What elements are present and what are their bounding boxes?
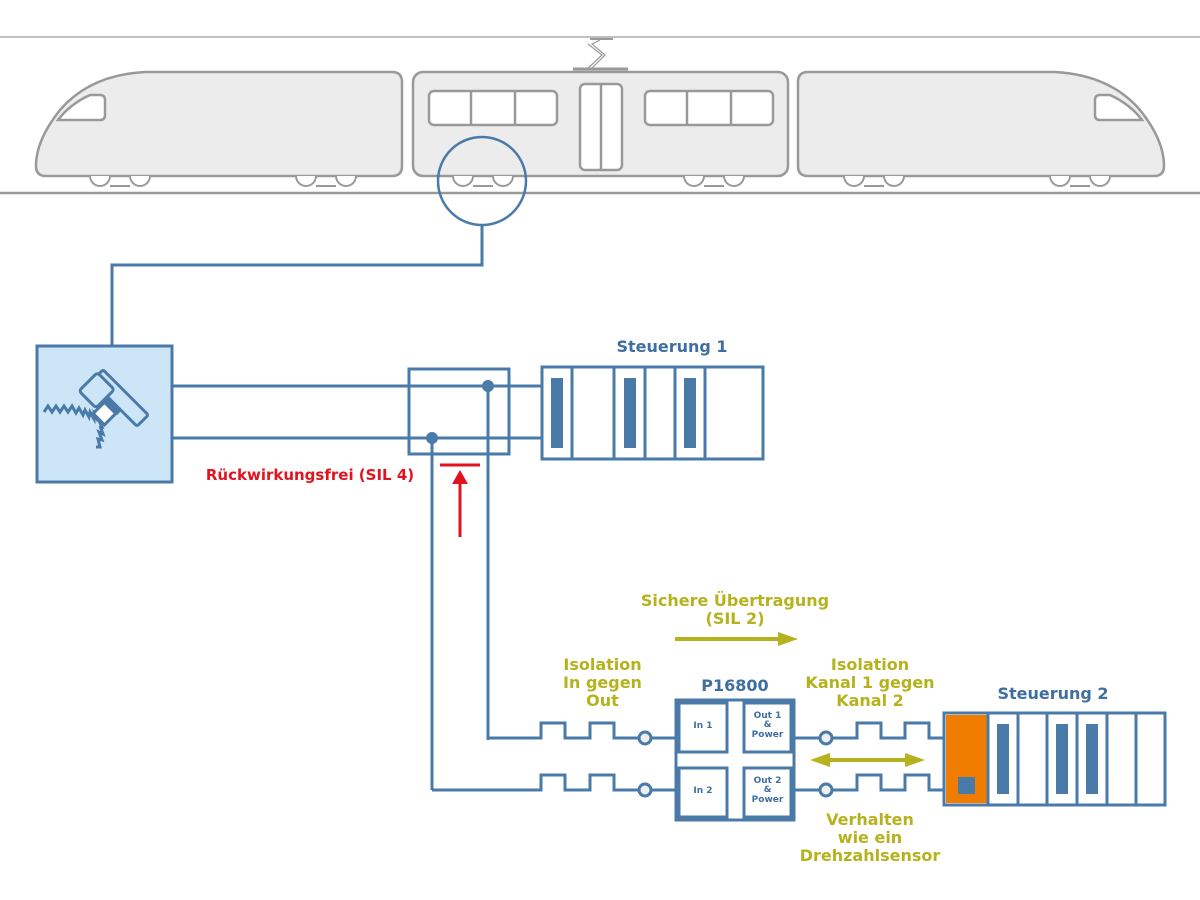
behaviour-label: Verhalten wie ein Drehzahlsensor [799, 810, 941, 865]
feedback-free-label: Rückwirkungsfrei (SIL 4) [205, 466, 415, 484]
terminal-icon [637, 730, 653, 746]
spring-icon [42, 403, 106, 449]
signal-splitter-box [407, 367, 511, 456]
terminal-icon [818, 782, 834, 798]
terminal-icon [637, 782, 653, 798]
port-out1-label: Out 1 & Power [751, 711, 784, 740]
train-car-rear [796, 70, 1166, 187]
window-icon [55, 93, 107, 122]
window-icon [427, 89, 559, 127]
port-out2-label: Out 2 & Power [751, 776, 784, 805]
bogie-icon [89, 175, 357, 187]
blocked-arrow-icon [440, 463, 480, 537]
controller-1-rack [540, 365, 765, 461]
pantograph-icon [589, 39, 606, 71]
transfer-direction-arrow [675, 632, 798, 646]
window-icon [643, 89, 775, 127]
isolation-in-out-label: Isolation In gegen Out [563, 655, 642, 710]
port-in2-label: In 2 [693, 786, 713, 796]
bogie-icon [452, 175, 745, 187]
port-in1-label: In 1 [693, 721, 713, 731]
train-car-middle [411, 38, 790, 187]
speed-sensor-icon [35, 344, 174, 484]
sensor-cable [110, 225, 484, 346]
train-car-front [34, 70, 404, 187]
device-name-label: P16800 [701, 676, 769, 695]
terminal-icon [818, 730, 834, 746]
controller-1-label: Steuerung 1 [616, 337, 728, 356]
window-icon [1093, 93, 1145, 122]
isolation-barrier-icon [832, 721, 945, 792]
p16800-device [674, 698, 796, 822]
controller-2-rack [942, 711, 1167, 807]
safe-transmission-label: Sichere Übertragung (SIL 2) [640, 591, 830, 628]
bogie-icon [843, 175, 1111, 187]
isolation-barrier-icon [432, 721, 638, 792]
bidirectional-arrow [810, 753, 925, 767]
controller-2-label: Steuerung 2 [997, 684, 1109, 703]
isolation-channel-label: Isolation Kanal 1 gegen Kanal 2 [805, 655, 935, 710]
